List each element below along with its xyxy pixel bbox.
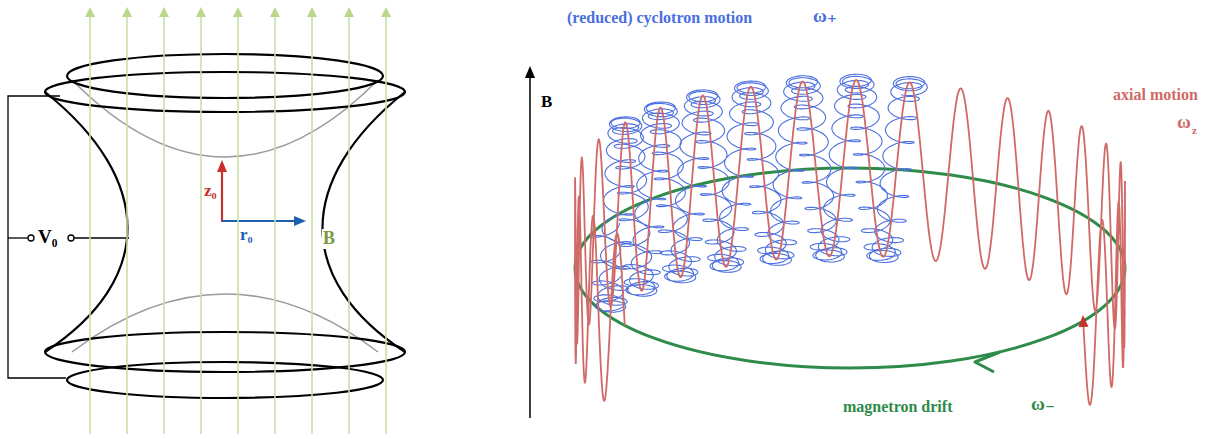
radial-radius-label: r₀ — [239, 226, 254, 245]
motion-label: magnetron drift — [842, 398, 953, 416]
field-line — [311, 12, 313, 434]
cyclotron-path — [590, 74, 927, 312]
field-label: B — [322, 229, 336, 249]
field-line — [348, 12, 350, 434]
voltage-label: V₀ — [37, 227, 58, 248]
subscript-label: z — [1191, 124, 1198, 136]
magnetic-field-lines — [90, 12, 386, 434]
motion-label: axial motion — [1112, 86, 1199, 104]
field-line — [163, 12, 165, 434]
field-line — [89, 12, 91, 434]
motion-label: (reduced) cyclotron motion — [566, 9, 753, 27]
field-line — [126, 12, 128, 434]
frequency-label: ω — [1176, 112, 1192, 133]
field-axis-label: B — [540, 93, 553, 112]
frequency-label: ω₋ — [1030, 394, 1056, 415]
axial-radius-label: z₀ — [203, 182, 218, 201]
field-line — [237, 12, 239, 434]
axial-path — [575, 80, 1125, 405]
field-line — [274, 12, 276, 434]
field-line — [200, 12, 202, 434]
frequency-label: ω₊ — [812, 6, 838, 27]
field-line — [385, 12, 387, 434]
particle-trajectory — [575, 74, 1125, 405]
